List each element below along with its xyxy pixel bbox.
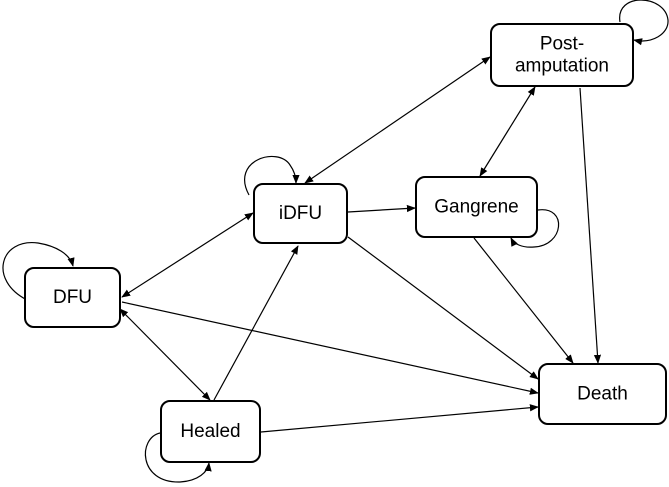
node-death: Death <box>538 363 667 425</box>
transition-arrows <box>119 56 602 433</box>
self-loop-dfu <box>2 242 75 301</box>
arrow-idfu-to-death <box>347 236 539 380</box>
node-post-amputation: Post-amputation <box>490 23 634 87</box>
self-loop-post-amputation <box>619 0 669 46</box>
node-label-post-amputation-line-2: amputation <box>515 56 609 77</box>
arrow-healed-to-idfu <box>213 245 299 401</box>
node-dfu: DFU <box>24 267 121 328</box>
self-loop-healed <box>144 432 212 483</box>
arrow-dfu-to-idfu <box>121 212 254 298</box>
self-loop-gangrene <box>510 209 560 248</box>
node-box-post-amputation <box>490 23 634 87</box>
arrow-gangrene-to-death <box>473 237 574 364</box>
node-label-post-amputation-line-1: Post- <box>540 34 584 55</box>
arrow-healed-to-death <box>260 404 539 433</box>
node-idfu: iDFU <box>253 183 348 244</box>
node-gangrene: Gangrene <box>415 176 538 238</box>
self-loop-idfu <box>244 155 300 196</box>
arrow-post-amputation-to-death <box>579 87 602 364</box>
node-label-healed: Healed <box>180 421 240 442</box>
node-label-dfu: DFU <box>53 287 92 308</box>
arrow-idfu-to-gangrene <box>347 204 416 213</box>
arrow-dfu-to-death <box>121 301 539 395</box>
node-box-dfu <box>24 267 121 328</box>
node-label-idfu: iDFU <box>279 203 322 224</box>
node-box-healed <box>160 400 261 463</box>
arrow-gangrene-to-post-amputation <box>479 86 536 177</box>
node-label-gangrene: Gangrene <box>434 197 519 218</box>
arrow-idfu-to-post-amputation <box>304 56 491 184</box>
node-healed: Healed <box>160 400 261 463</box>
arrow-dfu-to-healed <box>119 308 211 401</box>
node-box-gangrene <box>415 176 538 238</box>
node-box-death <box>538 363 667 425</box>
node-label-death: Death <box>577 384 628 405</box>
node-box-idfu <box>253 183 348 244</box>
